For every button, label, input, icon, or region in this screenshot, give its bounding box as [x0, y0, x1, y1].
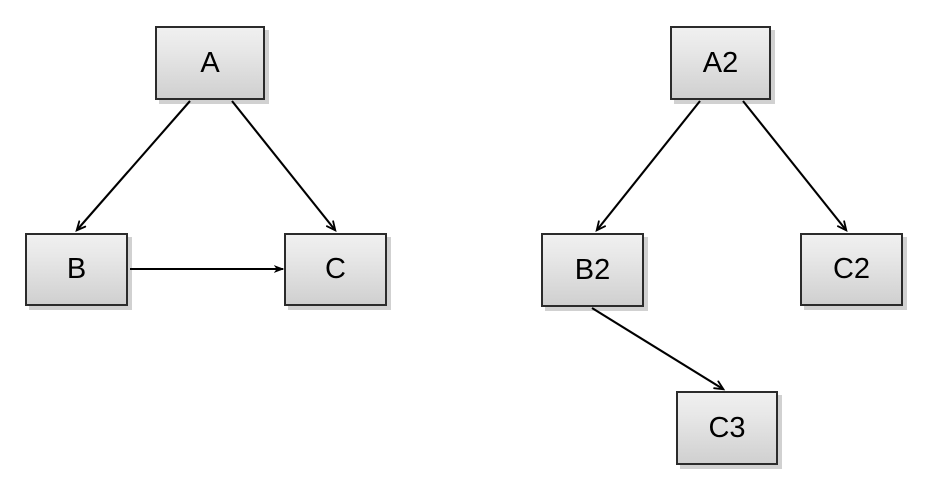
- node-C-label: C: [325, 253, 346, 285]
- node-A2-label: A2: [702, 46, 739, 79]
- edge-A-B: [75, 100, 191, 232]
- node-C3[interactable]: C3: [676, 391, 778, 465]
- node-A2[interactable]: A2: [670, 26, 771, 100]
- node-A-label: A: [200, 46, 220, 79]
- node-C[interactable]: C: [284, 233, 387, 306]
- node-C3-label: C3: [708, 411, 746, 444]
- node-A[interactable]: A: [155, 26, 265, 100]
- edge-A2-C2: [742, 100, 848, 233]
- node-B[interactable]: B: [25, 233, 128, 306]
- node-B2-label: B2: [574, 253, 611, 286]
- edge-A2-B2: [595, 100, 701, 233]
- node-C2-label: C2: [832, 253, 871, 285]
- node-C2[interactable]: C2: [800, 233, 903, 306]
- edge-A-C: [231, 100, 337, 233]
- node-B2[interactable]: B2: [541, 233, 644, 307]
- edge-B2-C3: [591, 307, 726, 391]
- node-B-label: B: [66, 253, 87, 285]
